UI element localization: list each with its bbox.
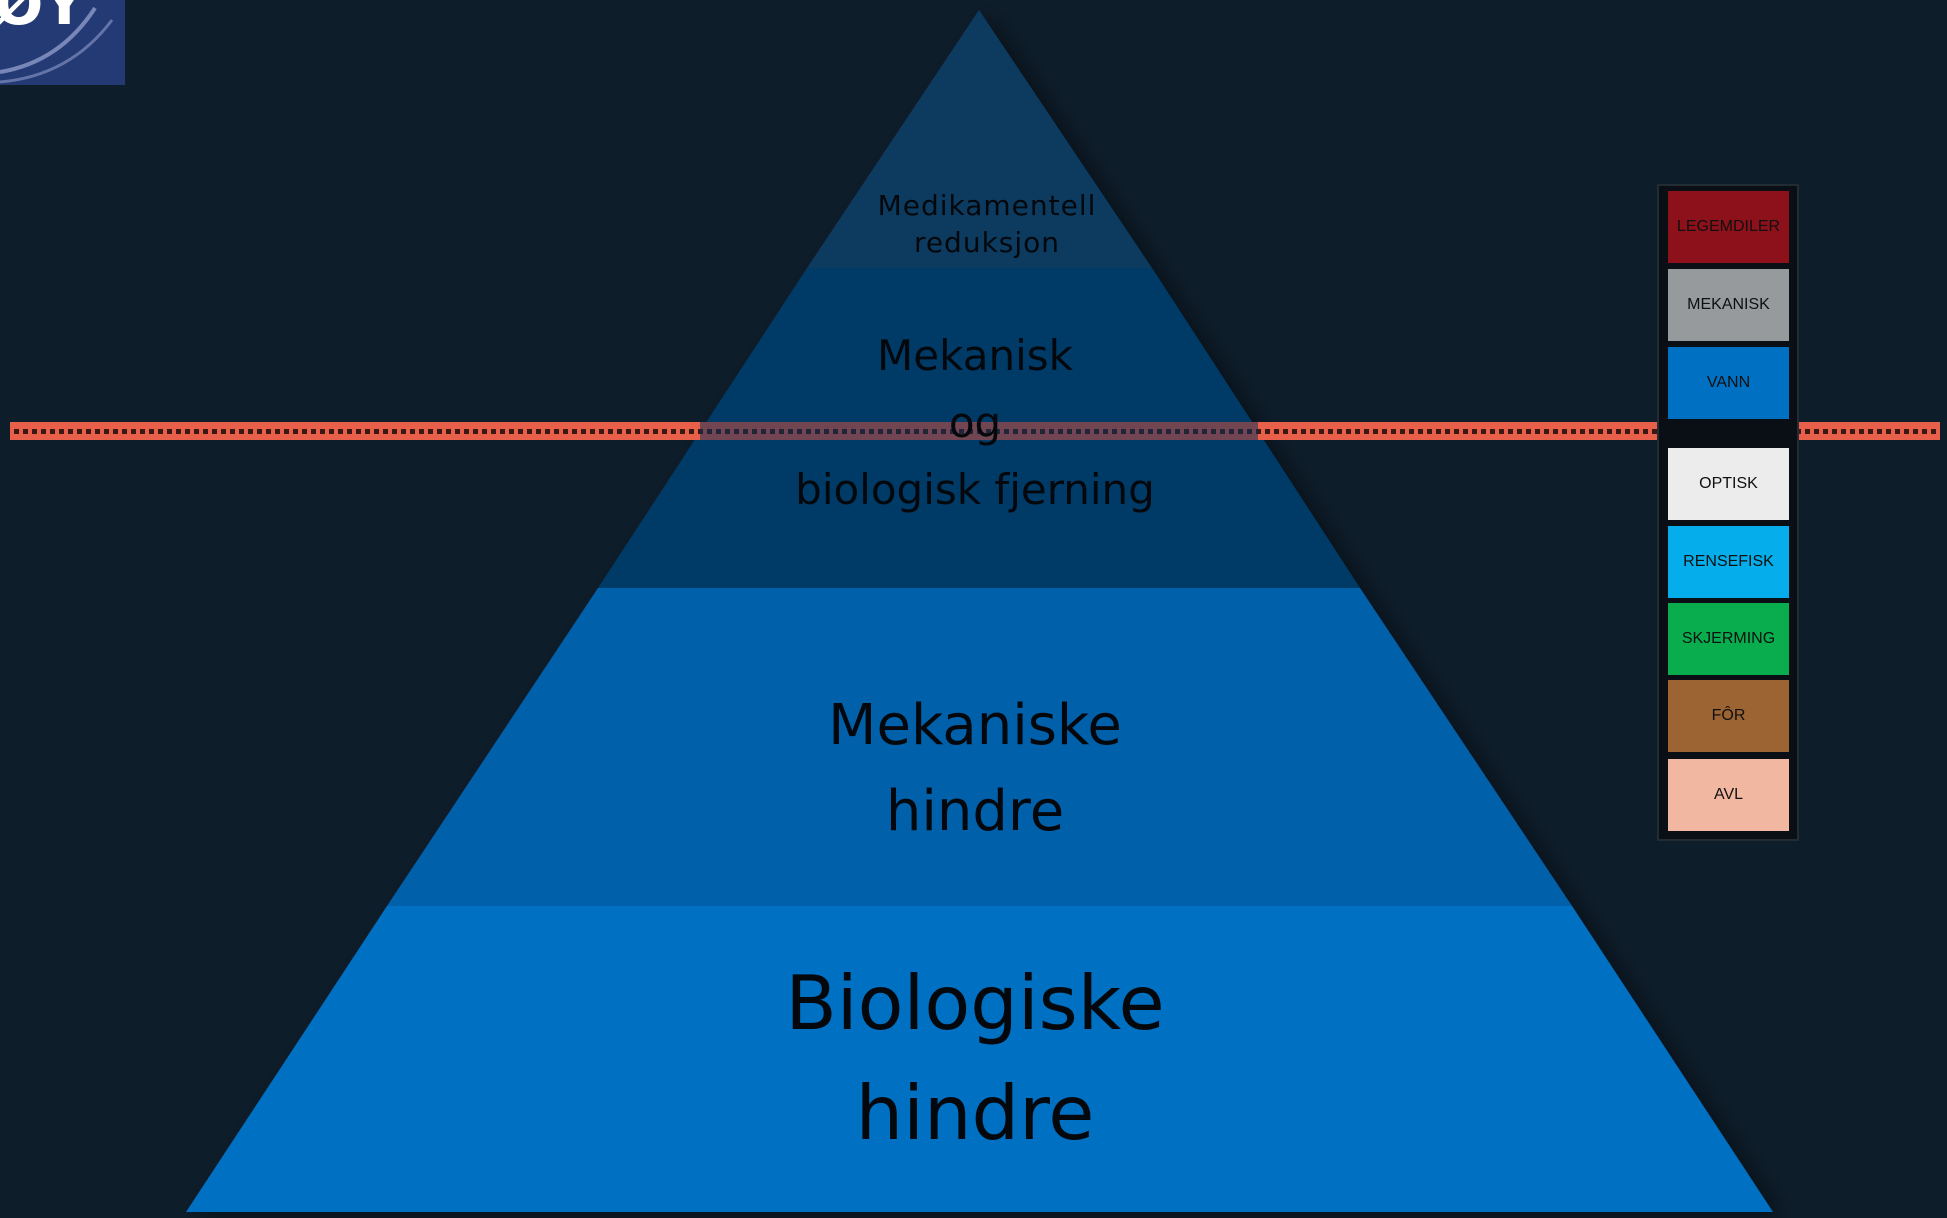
tier-label-biologiske-hindre: Biologiske hindre xyxy=(725,948,1225,1168)
tier-label-line: og xyxy=(948,398,1002,447)
legend-item-skjerming: SKJERMING xyxy=(1668,603,1789,675)
legend-item-mekanisk: MEKANISK xyxy=(1668,269,1789,341)
legend-item-rensefisk: RENSEFISK xyxy=(1668,526,1789,598)
logo-text: ØY xyxy=(0,0,87,38)
tier-label-line: hindre xyxy=(855,1069,1095,1157)
logo: ØY xyxy=(0,0,125,85)
threshold-line-pyramid-overlap xyxy=(700,422,1258,440)
pyramid-tier-mekaniske-hindre xyxy=(387,588,1572,906)
tier-label-line: hindre xyxy=(885,779,1065,844)
legend-item-optisk: OPTISK xyxy=(1668,448,1789,520)
tier-label-mekaniske-hindre: Mekaniske hindre xyxy=(775,683,1175,855)
tier-label-line: Medikamentell xyxy=(877,189,1097,222)
legend-panel: LEGEMDILER MEKANISK VANN OPTISK RENSEFIS… xyxy=(1657,184,1799,841)
tier-label-fjerning: Mekanisk og biologisk fjerning xyxy=(775,322,1175,523)
legend-item-vann: VANN xyxy=(1668,347,1789,419)
tier-label-line: biologisk fjerning xyxy=(795,465,1155,514)
pyramid-tier-medikamentell xyxy=(807,10,1152,268)
legend-item-avl: AVL xyxy=(1668,759,1789,831)
pyramid-tier-biologiske-hindre xyxy=(186,906,1773,1212)
logo-swoosh-graphic xyxy=(0,6,114,84)
tier-label-line: Mekaniske xyxy=(828,693,1122,758)
tier-label-line: reduksjon xyxy=(913,226,1061,259)
tier-label-medikamentell: Medikamentell reduksjon xyxy=(837,187,1137,261)
legend-item-legemdiler: LEGEMDILER xyxy=(1668,191,1789,263)
legend-item-for: FÔR xyxy=(1668,680,1789,752)
tier-label-line: Biologiske xyxy=(785,959,1165,1047)
tier-label-line: Mekanisk xyxy=(877,331,1073,380)
